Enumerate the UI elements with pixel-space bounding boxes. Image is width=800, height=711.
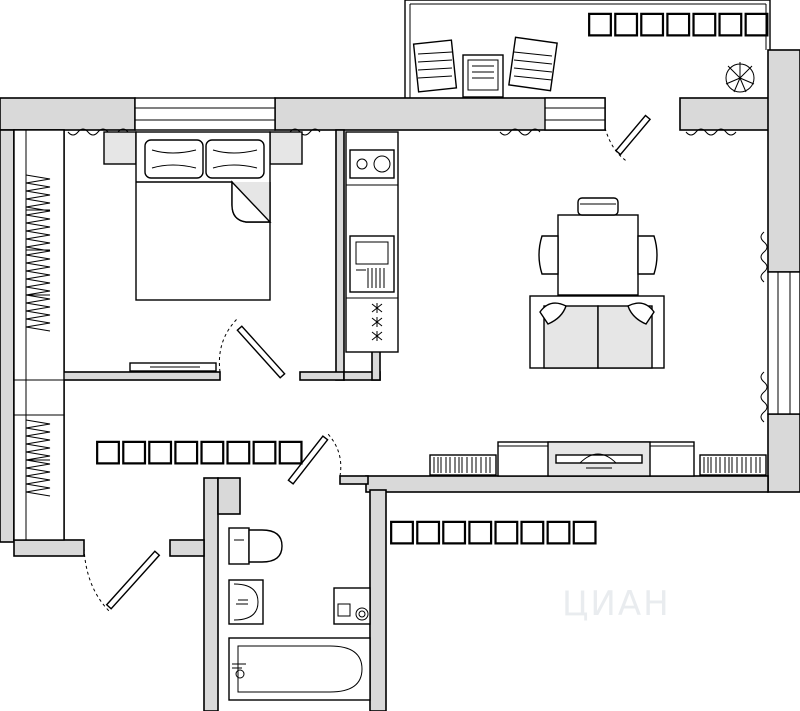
tv-stand-icon [497, 441, 695, 477]
balcony-label: □□□□□□□ [588, 0, 771, 45]
windows [134, 97, 800, 415]
cooktop-icon [371, 303, 383, 341]
plant-icon [725, 62, 755, 93]
bookshelf-icon [429, 454, 767, 476]
chair-icon [637, 235, 658, 275]
sink-icon [349, 235, 395, 293]
balcony [404, 0, 771, 98]
kitchen-counter [345, 131, 399, 353]
door-icon [604, 114, 652, 163]
washing-machine-icon [333, 587, 371, 625]
hall-label: □□□□□□□□ [96, 427, 305, 473]
lounge-chair-icon [508, 36, 558, 92]
washbasin-icon [228, 579, 264, 625]
watermark-logo: ЦИАН [562, 584, 671, 624]
nightstand-icon [103, 131, 303, 165]
dining-table-icon [538, 197, 658, 296]
chair-icon [577, 197, 619, 216]
stove-icon [349, 149, 395, 179]
wardrobe-icon [13, 129, 65, 541]
magazine-icon [462, 54, 504, 98]
pillow-icon [144, 139, 204, 179]
chair-icon [538, 235, 559, 275]
bathroom-fixtures [228, 527, 371, 701]
lounge-chair-icon [412, 39, 458, 93]
door-icon [218, 317, 286, 379]
tv-icon [129, 362, 217, 372]
door-icon [83, 547, 161, 613]
bathtub-icon [228, 637, 371, 701]
toilet-icon [228, 527, 283, 565]
bed-icon [135, 131, 272, 301]
living-room-label: □□□□□□□□ [390, 507, 599, 553]
curtains [67, 128, 768, 423]
door-icon [287, 433, 342, 485]
sofa-icon [529, 295, 665, 369]
pillow-icon [205, 139, 265, 179]
